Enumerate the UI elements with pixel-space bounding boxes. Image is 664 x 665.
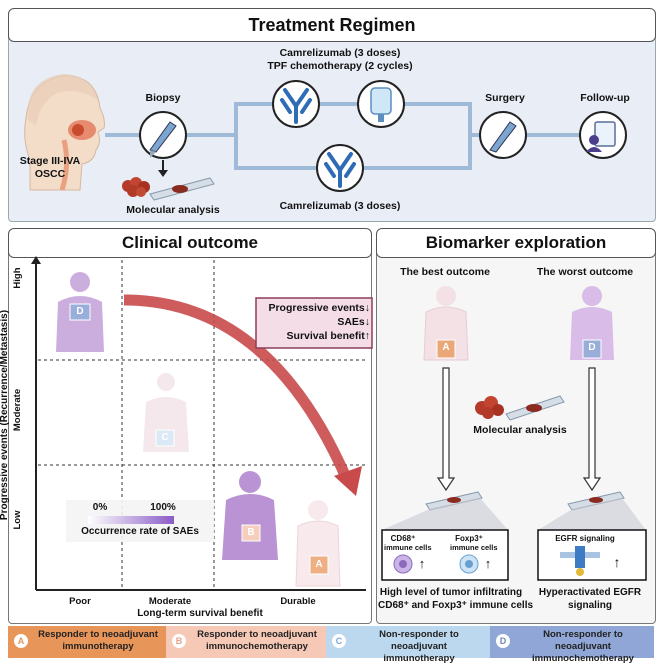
legend-b-line1: Responder to neoadjuvant [197,629,317,640]
right-result-line1: Hyperactivated EGFR [538,587,642,598]
patient-figure-d [56,272,104,352]
legend-c-line2: immunotherapy [383,653,455,664]
patient-figure-c [143,373,189,452]
worst-patient-figure [570,286,614,360]
x-tick-durable: Durable [280,596,316,607]
letter-best: A [442,342,450,353]
legend-a-line1: Responder to neoadjuvant [38,629,158,640]
sae-scale-bar [88,516,174,524]
head-profile-illustration [24,74,105,191]
clinical-outcome-plot [31,256,373,591]
egfr-up-arrow: ↑ [613,554,621,570]
patient-figure-b [222,471,278,560]
scale-min: 0% [92,502,108,513]
egfr-label: EGFR signaling [555,534,615,543]
x-axis-label: Long-term survival benefit [137,608,263,619]
arm1-line1-label: Camrelizumab (3 doses) [279,47,401,59]
worst-outcome-label: The worst outcome [536,266,634,278]
left-result-line2: CD68⁺ and Foxp3⁺ immune cells [378,600,534,611]
treatment-diagram [24,74,627,201]
arm1-line2-label: TPF chemotherapy (2 cycles) [267,60,413,72]
legend-badge-a: A [14,634,28,648]
letter-d: D [76,306,84,317]
molecular-analysis-label: Molecular analysis [126,204,220,216]
box-line2: SAEs↓ [337,316,370,328]
legend-d-line1: Non-responder to neoadjuvant [543,629,623,652]
legend-b-line2: immunochemotherapy [206,641,308,652]
egfr-receptor-icon [560,546,600,576]
box-line3: Survival benefit↑ [286,330,370,342]
oscc-label: OSCC [34,168,66,180]
cd68-sub-label: immune cells [384,543,432,552]
follow-up-label: Follow-up [580,92,630,104]
best-patient-figure [423,286,469,361]
clinical-outcome-title: Clinical outcome [8,228,372,258]
legend-badge-d: D [496,634,510,648]
treatment-regimen-title: Treatment Regimen [8,8,656,42]
arm2-label: Camrelizumab (3 doses) [279,200,401,212]
left-result-line1: High level of tumor infiltrating [379,587,523,598]
letter-a: A [315,559,323,570]
molecular-tissue-icon [475,396,504,419]
biomarker-diagram [381,286,647,581]
foxp3-up-arrow: ↑ [484,556,492,571]
x-tick-poor: Poor [69,596,91,607]
scale-max: 100% [150,502,176,513]
tissue-sample-icon [122,177,150,197]
cd68-up-arrow: ↑ [418,556,426,571]
letter-b: B [247,527,255,538]
biomarker-title: Biomarker exploration [376,228,656,258]
legend-badge-c: C [332,634,346,648]
x-tick-moderate: Moderate [148,596,192,607]
letter-worst: D [588,342,596,353]
legend-badge-b: B [172,634,186,648]
surgery-label: Surgery [485,92,525,104]
legend-d-line2: immunochemotherapy [532,653,634,664]
legend-a-line2: immunotherapy [62,641,134,652]
right-result-line2: signaling [568,600,612,611]
foxp3-sub-label: immune cells [450,543,498,552]
stage-label: Stage III-IVA [19,155,81,167]
legend-c-line1: Non-responder to neoadjuvant [379,629,459,652]
biomarker-molecular-label: Molecular analysis [473,424,567,436]
cd68-label: CD68⁺ [390,534,416,543]
letter-c: C [161,432,169,443]
best-outcome-label: The best outcome [400,266,490,278]
biopsy-label: Biopsy [145,92,181,104]
foxp3-label: Foxp3⁺ [455,534,483,543]
box-line1: Progressive events↓ [268,302,370,314]
scale-label: Occurrence rate of SAEs [81,526,199,537]
patient-figure-a [295,500,341,587]
